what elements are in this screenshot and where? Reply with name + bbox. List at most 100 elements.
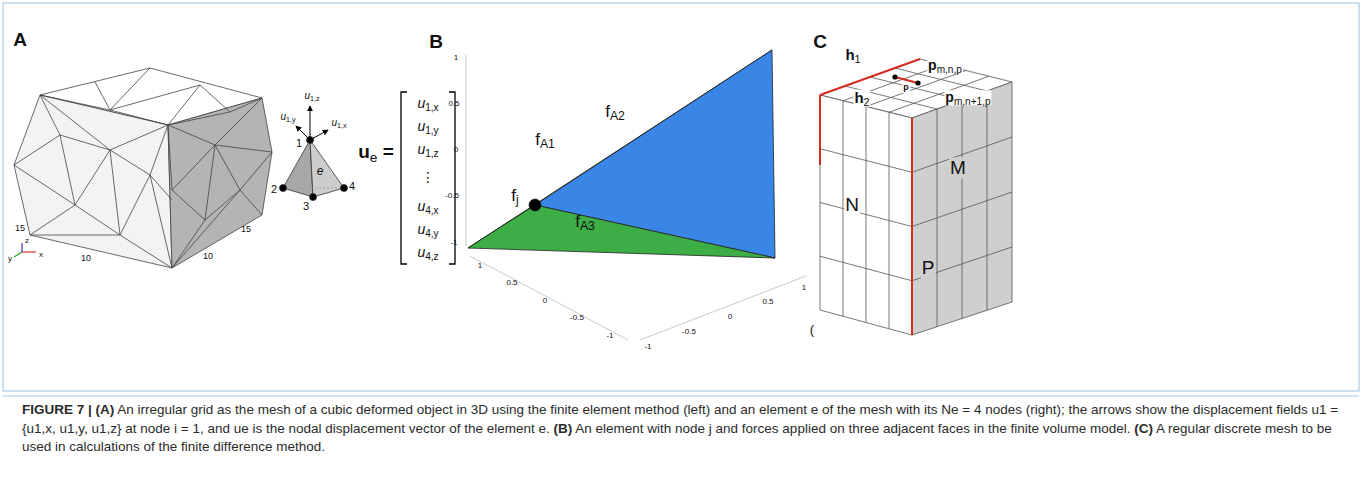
axis-tick: -0.5 <box>570 314 584 323</box>
node-number: 3 <box>303 200 309 212</box>
node-number: 4 <box>349 180 355 192</box>
cropped-mark: ( <box>810 323 814 337</box>
vector-entry: u1,x <box>417 96 438 111</box>
vector-entry: u4,y <box>417 222 438 237</box>
grid-point <box>892 74 897 79</box>
face-force: fA1 <box>535 131 555 150</box>
axis-tick: 1 <box>478 262 482 271</box>
tetra-element <box>280 137 348 201</box>
mesh-object <box>14 68 272 268</box>
axis-name: x <box>39 251 43 260</box>
dimension-label: M <box>949 158 967 179</box>
mesh-object <box>14 68 272 268</box>
caption-run: An element with node j and forces applie… <box>572 421 1134 436</box>
caption-run: (B) <box>553 421 572 436</box>
tetra-element <box>283 188 344 189</box>
axis-tick: 10 <box>203 252 213 262</box>
tetra-element <box>280 185 287 192</box>
displacement-arrow <box>310 106 311 140</box>
displacement-arrow <box>310 130 328 140</box>
axis-triad <box>14 252 22 257</box>
point-label: p <box>902 83 910 93</box>
vector-component: u1,z <box>304 90 319 101</box>
element-name: e <box>317 165 324 178</box>
axis-tick: -0.5 <box>445 192 459 201</box>
mesh-object <box>40 68 262 125</box>
mesh-object <box>168 98 272 268</box>
vector-entry: u4,x <box>417 199 438 214</box>
vector-bracket <box>401 92 407 264</box>
vector-component: u1,y <box>280 111 295 122</box>
dimension-label: N <box>844 195 860 216</box>
grid-point <box>915 80 920 85</box>
vector-ellipsis: ⋮ <box>421 170 435 185</box>
fd-cube <box>912 192 1012 227</box>
vector-component: u1,x <box>331 117 346 128</box>
mesh-object <box>14 95 172 268</box>
tetra-element <box>341 185 348 192</box>
axis-tick: 0 <box>728 313 732 322</box>
panel-letter: B <box>429 32 443 53</box>
caption-run <box>92 402 96 417</box>
node-number: 2 <box>271 183 277 195</box>
vector-entry: u1,z <box>417 142 438 157</box>
tetra-element <box>310 194 317 201</box>
axis-tick: -1 <box>606 332 613 341</box>
displacement-arrow <box>296 106 328 140</box>
caption-run: (A) <box>96 402 115 417</box>
axis-triad <box>21 243 22 252</box>
axis-tick: -0.5 <box>682 328 696 337</box>
finite-volume-element <box>529 199 541 211</box>
caption-run: FIGURE 7 | <box>22 402 92 417</box>
axis-tick: -1 <box>644 343 651 352</box>
face-force: fA2 <box>605 103 625 122</box>
cube-edge <box>819 95 821 165</box>
caption-rule <box>3 396 1359 397</box>
axis-name: z <box>25 237 29 246</box>
mesh-object <box>168 98 272 268</box>
axis-triad <box>14 243 36 257</box>
axis-tick: 0.5 <box>506 279 517 288</box>
axis-tick: -1 <box>450 239 457 248</box>
panel-letter: A <box>13 30 27 51</box>
spacing-label: h1 <box>844 47 861 64</box>
axis-tick: 0.5 <box>448 100 459 109</box>
label-layer: ABC15101015yxzu1,zu1,yu1,x1e234ue =u1,xu… <box>0 0 1362 392</box>
caption-run: (C) <box>1134 421 1153 436</box>
fd-cube <box>820 95 912 335</box>
spacing-label: h2 <box>853 90 870 107</box>
axis-tick: 15 <box>241 225 251 235</box>
face-force: fA3 <box>575 213 595 232</box>
axis-tick: 15 <box>15 224 25 234</box>
plot-axes <box>470 256 628 340</box>
vector-entry: u4,z <box>417 245 438 260</box>
axis-name: y <box>8 255 12 264</box>
point-label: pm,n+1,p <box>944 90 991 105</box>
figure-caption: FIGURE 7 | (A) An irregular grid as the … <box>22 401 1344 457</box>
fd-cube <box>820 203 912 227</box>
finite-volume-element <box>468 50 775 258</box>
axis-tick: 0 <box>543 297 547 306</box>
cube-edge <box>820 59 920 335</box>
axis-tick: 0 <box>454 146 458 155</box>
panel-letter: C <box>813 32 827 53</box>
tetra-element <box>310 140 344 197</box>
vector-name: ue = <box>358 142 394 163</box>
fd-cube <box>866 71 966 107</box>
axis-tick: 1 <box>802 284 806 293</box>
fd-cube <box>912 82 1012 335</box>
plot-axes <box>640 276 806 340</box>
fd-cube <box>889 112 890 329</box>
point-label: pm,n,p <box>927 58 963 73</box>
axis-tick: 1 <box>454 54 458 63</box>
fd-cube <box>820 65 1012 329</box>
axis-tick: 10 <box>81 254 91 264</box>
mesh-object <box>14 95 172 268</box>
finite-volume-element <box>468 205 775 258</box>
vector-bracket <box>401 92 455 264</box>
cube-edge <box>911 118 913 335</box>
dimension-label: P <box>921 258 936 279</box>
axis-tick: 0.5 <box>762 298 773 307</box>
